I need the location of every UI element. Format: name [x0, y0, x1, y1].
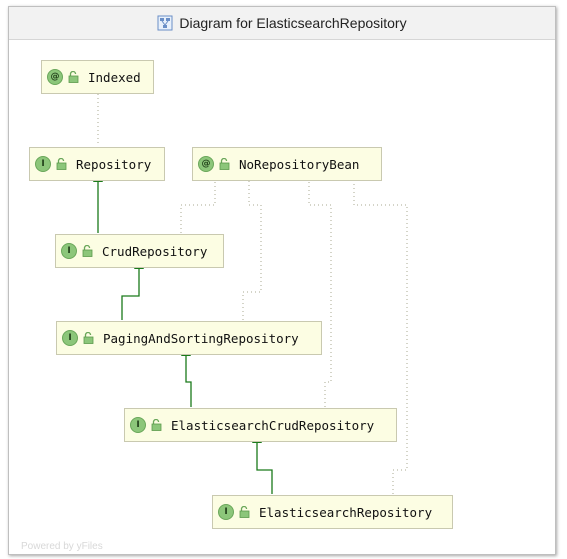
window-titlebar[interactable]: Diagram for ElasticsearchRepository: [9, 7, 555, 40]
edge-elasticsearchrepository-elasticsearchcrud: [252, 433, 273, 494]
edge-layer: [93, 94, 408, 494]
interface-badge-icon: I: [130, 417, 146, 433]
diagram-window: Diagram for ElasticsearchRepository @: [8, 6, 556, 555]
window-title: Diagram for ElasticsearchRepository: [179, 15, 407, 31]
node-label: Repository: [76, 156, 152, 172]
node-elasticsearchcrudrepository[interactable]: I ElasticsearchCrudRepository: [124, 408, 397, 442]
edge-elasticsearchrepository-norepositorybean: [353, 179, 408, 494]
node-crudrepository[interactable]: I CrudRepository: [55, 234, 224, 268]
interface-badge-icon: I: [61, 243, 77, 259]
node-elasticsearchrepository[interactable]: I ElasticsearchRepository: [212, 495, 453, 529]
node-label: NoRepositoryBean: [239, 156, 360, 172]
diagram-canvas[interactable]: @ Indexed I Repository @ NoRepositoryBea…: [9, 40, 555, 554]
powered-by-footer: Powered by yFiles: [21, 541, 103, 552]
annotation-badge-icon: @: [47, 69, 63, 85]
node-indexed[interactable]: @ Indexed: [41, 60, 154, 94]
open-lock-icon: [82, 245, 93, 257]
open-lock-icon: [151, 419, 162, 431]
diagram-icon: [157, 15, 173, 31]
edge-pagingandsorting-norepositorybean: [242, 179, 262, 320]
open-lock-icon: [219, 158, 230, 170]
open-lock-icon: [68, 71, 79, 83]
open-lock-icon: [83, 332, 94, 344]
node-label: PagingAndSortingRepository: [103, 330, 299, 346]
node-label: ElasticsearchRepository: [259, 504, 433, 520]
edge-crudrepository-norepositorybean: [180, 179, 216, 233]
annotation-badge-icon: @: [198, 156, 214, 172]
node-label: Indexed: [88, 69, 141, 85]
node-label: CrudRepository: [102, 243, 208, 259]
node-label: ElasticsearchCrudRepository: [171, 417, 375, 433]
node-repository[interactable]: I Repository: [29, 147, 165, 181]
open-lock-icon: [56, 158, 67, 170]
open-lock-icon: [239, 506, 250, 518]
edge-pagingandsorting-crudrepository: [121, 259, 144, 320]
node-norepositorybean[interactable]: @ NoRepositoryBean: [192, 147, 382, 181]
interface-badge-icon: I: [35, 156, 51, 172]
edge-elasticsearchcrud-pagingandsorting: [181, 346, 192, 407]
interface-badge-icon: I: [62, 330, 78, 346]
node-pagingandsortingrepository[interactable]: I PagingAndSortingRepository: [56, 321, 322, 355]
interface-badge-icon: I: [218, 504, 234, 520]
edge-elasticsearchcrud-norepositorybean: [308, 179, 332, 407]
